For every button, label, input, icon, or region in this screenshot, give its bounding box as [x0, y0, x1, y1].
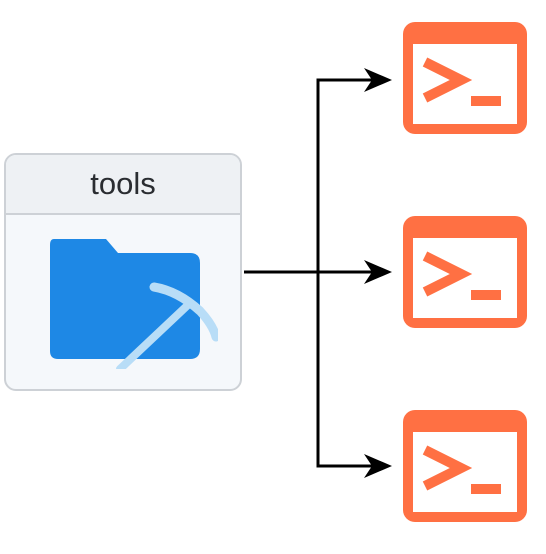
terminal-icon-middle	[403, 216, 527, 328]
arrowhead-middle	[364, 260, 392, 284]
group-title: tools	[90, 166, 156, 201]
terminal-icon-top	[403, 22, 527, 134]
arrowhead-bottom	[364, 454, 392, 478]
arrowhead-top	[364, 68, 392, 92]
folder-pickaxe-icon	[50, 239, 218, 369]
group-title-bar: tools	[6, 155, 240, 215]
terminal-icon-bottom	[403, 410, 527, 522]
arrow-to-terminal-bottom	[316, 272, 390, 471]
tools-group[interactable]: tools	[4, 153, 242, 391]
arrow-to-terminal-top	[244, 75, 390, 274]
